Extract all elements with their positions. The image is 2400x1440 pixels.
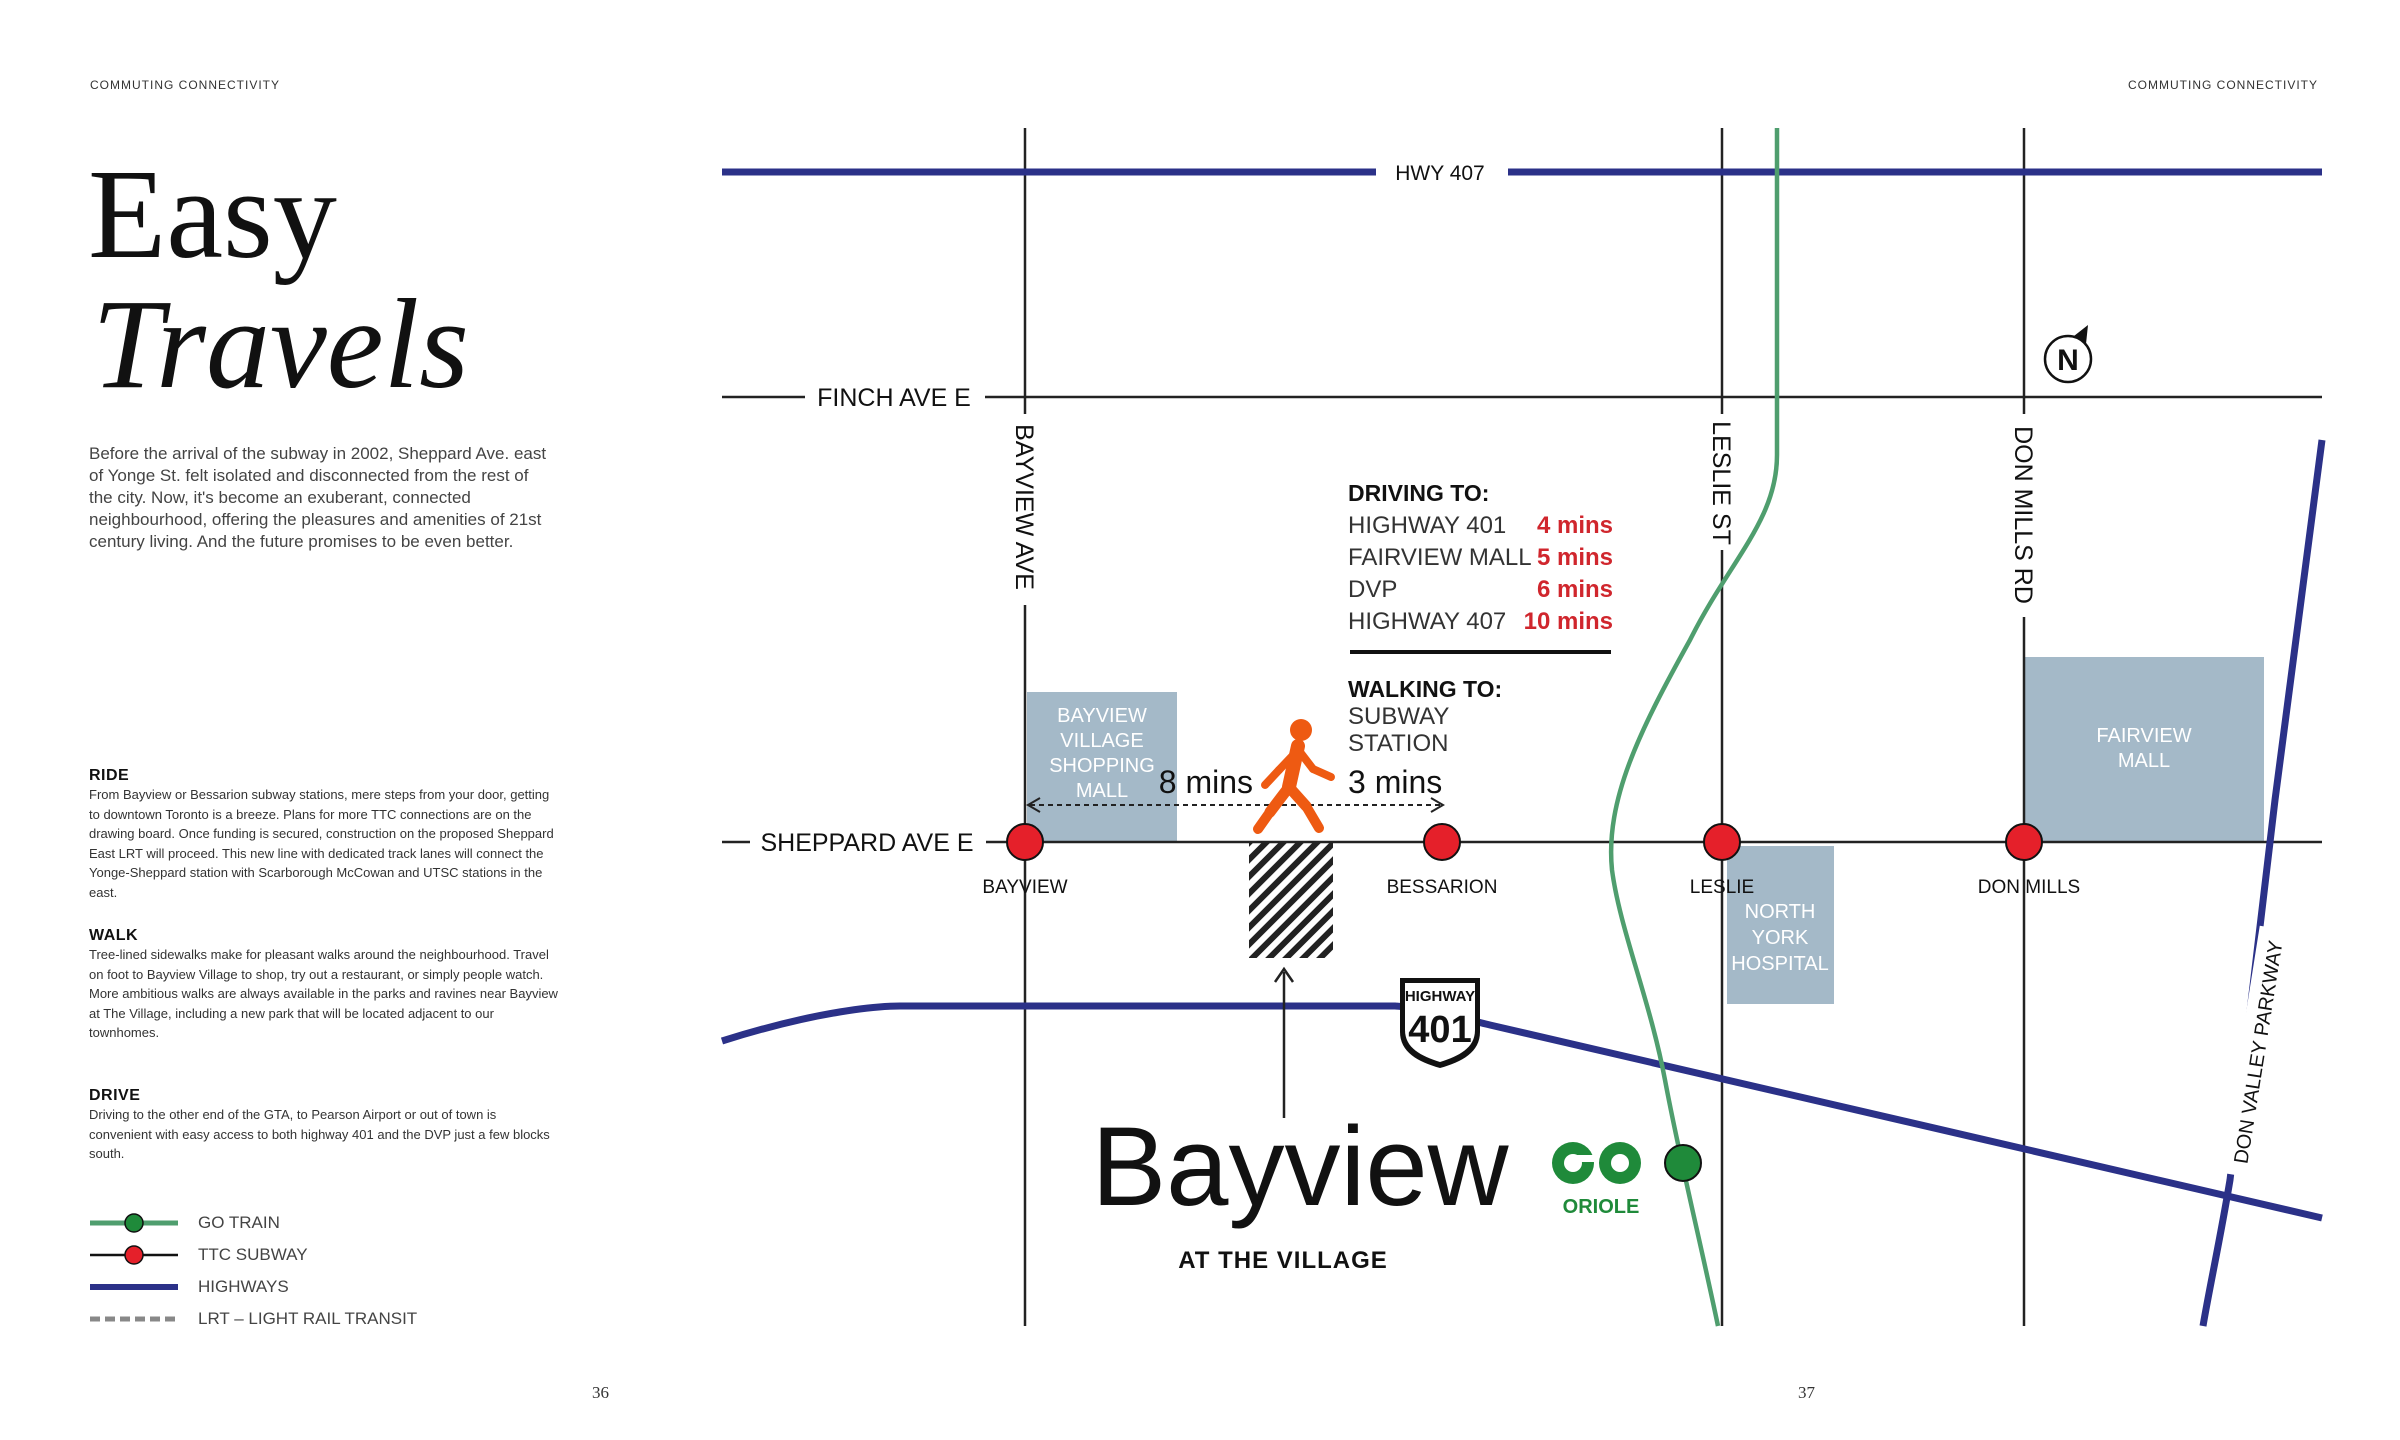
block-label: SHOPPING [1049, 755, 1155, 777]
development-site [1249, 843, 1333, 958]
brand-logo-text: Bayview [1091, 1104, 1509, 1229]
section-walk: WALK Tree-lined sidewalks make for pleas… [89, 927, 559, 1043]
walking-time-left: 8 mins [1159, 764, 1253, 800]
go-station-label: ORIOLE [1563, 1196, 1640, 1218]
legend-ttc-subway: TTC SUBWAY [88, 1243, 488, 1267]
block-label: VILLAGE [1060, 730, 1143, 752]
driving-time: 5 mins [1537, 544, 1613, 571]
block-label: YORK [1752, 927, 1809, 949]
section-body: Driving to the other end of the GTA, to … [89, 1107, 550, 1161]
go-train-icon [90, 1213, 178, 1233]
north-arrow-icon: N [2043, 325, 2093, 384]
go-station-oriole-icon [1664, 1144, 1702, 1182]
fairview-mall-block [2024, 657, 2264, 842]
legend-highways: HIGHWAYS [88, 1275, 488, 1299]
hwy-407-label: HWY 407 [1395, 162, 1485, 185]
walking-heading: WALKING TO: [1348, 676, 1502, 702]
driving-time: 10 mins [1524, 608, 1613, 635]
walking-person-icon [1253, 719, 1335, 834]
legend-label: TTC SUBWAY [198, 1245, 308, 1264]
hwy-401 [720, 1002, 2323, 1222]
station-label-don-mills: DON MILLS [1978, 877, 2080, 898]
block-label: NORTH [1745, 901, 1816, 923]
walking-destination: STATION [1348, 730, 1448, 757]
header-left: COMMUTING CONNECTIVITY [90, 78, 280, 92]
shield-top-text: HIGHWAY [1405, 988, 1475, 1005]
leslie-st-label: LESLIE ST [1707, 421, 1735, 545]
legend-label: HIGHWAYS [198, 1277, 289, 1296]
go-train-line [1608, 128, 1780, 1327]
legend-label: GO TRAIN [198, 1213, 280, 1232]
block-label: MALL [2118, 750, 2170, 772]
section-heading: RIDE [89, 767, 130, 784]
station-label-leslie: LESLIE [1690, 877, 1754, 898]
page-title-line1: Easy [88, 143, 337, 285]
section-ride: RIDE From Bayview or Bessarion subway st… [89, 767, 559, 902]
intro-paragraph: Before the arrival of the subway in 2002… [89, 444, 547, 551]
north-york-hospital-block [1727, 846, 1834, 1004]
section-body: Tree-lined sidewalks make for pleasant w… [89, 947, 558, 1040]
highway-icon [90, 1284, 178, 1290]
arrow-left-icon [1026, 797, 1041, 813]
section-heading: DRIVE [89, 1087, 141, 1104]
bayview-ave-label: BAYVIEW AVE [1010, 424, 1038, 590]
sheppard-ave-label: SHEPPARD AVE E [760, 829, 973, 857]
brand-logo-subtitle: AT THE VILLAGE [1178, 1247, 1388, 1274]
north-label: N [2057, 344, 2079, 377]
header-right: COMMUTING CONNECTIVITY [2128, 78, 2318, 92]
driving-heading: DRIVING TO: [1348, 480, 1489, 506]
driving-place: FAIRVIEW MALL [1348, 544, 1532, 571]
don-mills-rd-label: DON MILLS RD [2009, 426, 2037, 604]
go-transit-logo-icon [1552, 1142, 1641, 1184]
block-label: BAYVIEW [1057, 705, 1147, 727]
block-label: FAIRVIEW [2096, 725, 2191, 747]
station-label-bayview: BAYVIEW [982, 877, 1067, 898]
block-label: HOSPITAL [1731, 953, 1828, 975]
station-leslie-icon [1703, 823, 1741, 861]
bayview-village-mall-block [1027, 692, 1177, 842]
don-valley-parkway [2199, 439, 2326, 1327]
driving-place: DVP [1348, 576, 1397, 603]
driving-place: HIGHWAY 407 [1348, 608, 1506, 635]
section-drive: DRIVE Driving to the other end of the GT… [89, 1087, 559, 1164]
legend-go-train: GO TRAIN [88, 1211, 488, 1235]
station-bayview-icon [1006, 823, 1044, 861]
finch-ave-label: FINCH AVE E [817, 384, 971, 412]
ttc-subway-icon [90, 1245, 178, 1265]
walking-time-right: 3 mins [1348, 764, 1442, 800]
station-bessarion-icon [1423, 823, 1461, 861]
driving-time: 4 mins [1537, 512, 1613, 539]
driving-place: HIGHWAY 401 [1348, 512, 1506, 539]
station-label-bessarion: BESSARION [1387, 877, 1498, 898]
highway-401-shield-icon: HIGHWAY 401 [1400, 978, 1480, 1068]
station-don-mills-icon [2005, 823, 2043, 861]
arrow-right-icon [1430, 797, 1445, 813]
arrow-up-icon [1273, 966, 1295, 983]
shield-number-text: 401 [1408, 1009, 1471, 1051]
walking-destination: SUBWAY [1348, 703, 1449, 730]
page-number-right: 37 [1798, 1383, 1815, 1402]
driving-time: 6 mins [1537, 576, 1613, 603]
legend-label: LRT – LIGHT RAIL TRANSIT [198, 1309, 418, 1328]
section-body: From Bayview or Bessarion subway station… [89, 787, 554, 900]
block-label: MALL [1076, 780, 1128, 802]
page-number-left: 36 [592, 1383, 609, 1402]
page-title-line2: Travels [92, 273, 469, 415]
section-heading: WALK [89, 927, 139, 944]
legend-lrt: LRT – LIGHT RAIL TRANSIT [88, 1307, 488, 1331]
